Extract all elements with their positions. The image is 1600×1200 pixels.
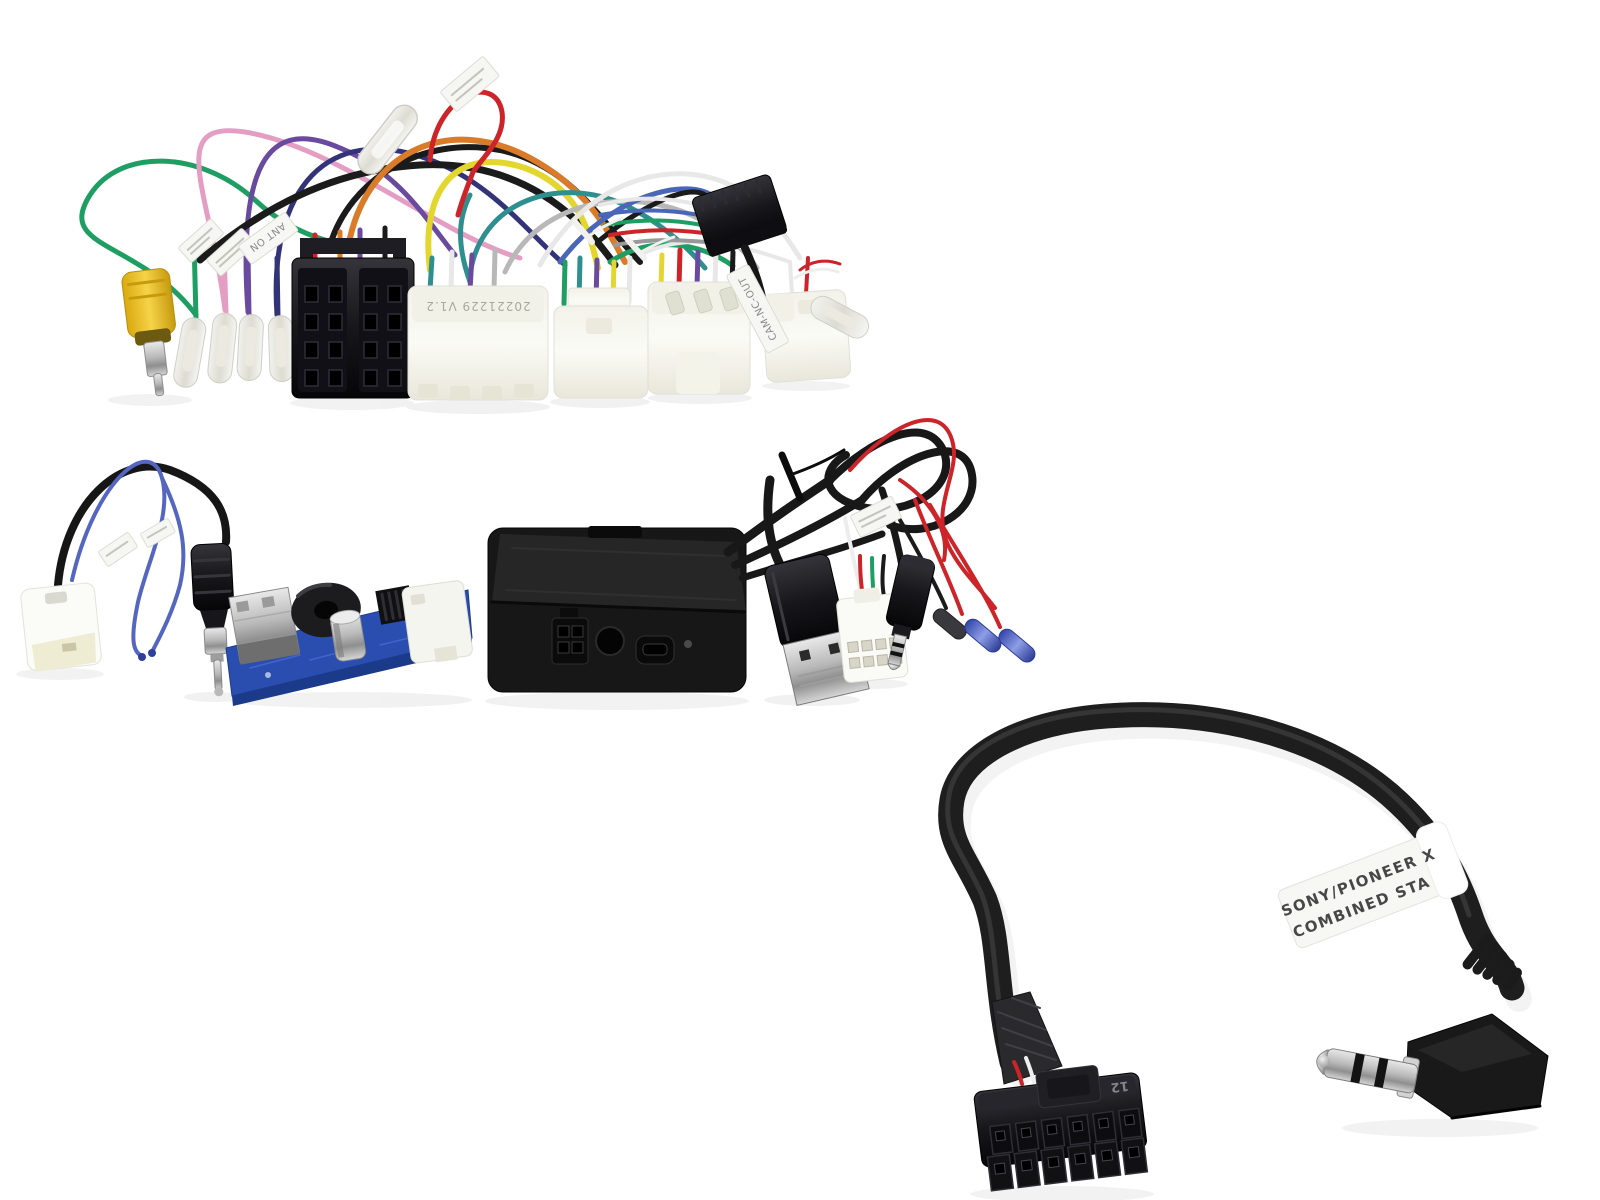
molex-pin-count-text: 12 [1110,1077,1130,1094]
interface-box [487,526,747,693]
aux-jack-straight [885,554,936,671]
antenna-socket-connector [20,582,102,672]
stalk-label: SONY/PIONEER X COMBINED STA [1277,821,1469,949]
inline-fuse-holder [357,104,418,175]
main-wiring-harness: ANT ON [79,56,870,401]
middle-row [20,418,1036,706]
usb-power-pcb [225,580,473,706]
bullet-terminals [173,312,295,388]
strain-relief [1462,934,1522,991]
zip-ties [572,216,676,261]
soft-shadows [16,381,1538,1200]
crimp-terminals [932,608,1036,663]
jack-shaft [1316,1048,1420,1099]
toyota-connector-b [553,287,649,399]
antenna-din-plug [190,542,235,697]
capacitor [329,609,367,662]
right-angle-jack [1316,934,1549,1120]
molex-pin-towers [986,1107,1149,1192]
box-micro-usb-port [635,635,675,665]
bullet-terminal-right [810,295,870,339]
rca-video-plug [121,268,176,397]
box-jack-port [595,626,625,656]
iso-connector [291,238,415,399]
box-4pin-port [551,608,589,665]
harness-version-text: 20221229 V1.2 [425,299,530,313]
pcb-white-connector [401,580,473,664]
toyota-connector-main: 20221229 V1.2 [407,285,549,401]
cable-braid [991,991,1063,1086]
coiled-cables [723,418,1002,629]
antenna-adapter [20,459,235,697]
toyota-connector-c [647,281,751,395]
molex-12pin-connector: 12 [973,1065,1149,1192]
usb-a-port [228,586,301,665]
box-led [684,640,692,648]
